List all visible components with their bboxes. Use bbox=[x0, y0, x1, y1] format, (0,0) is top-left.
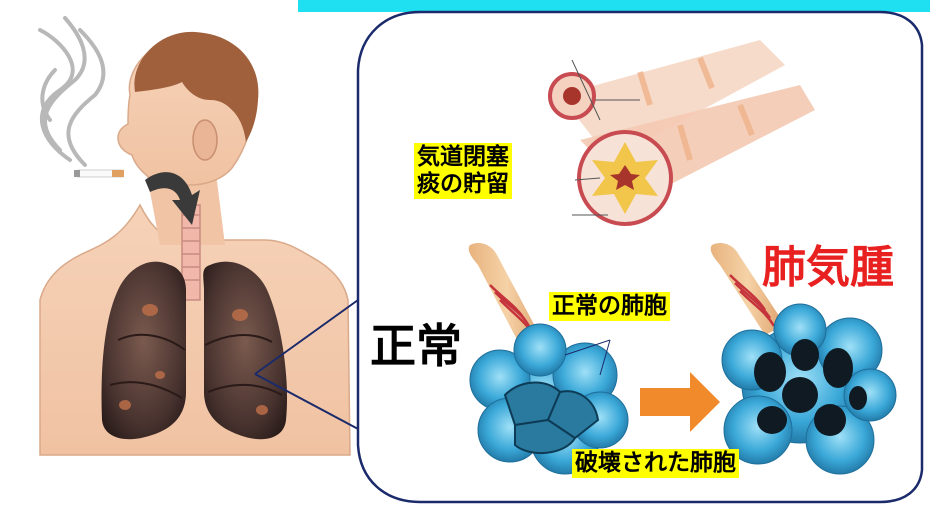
header-bar bbox=[298, 0, 930, 12]
cigarette-icon bbox=[74, 170, 124, 177]
normal-label: 正常 bbox=[370, 310, 462, 376]
destroyed-alveoli-label: 破壊された肺胞 bbox=[572, 449, 739, 478]
normal-alveoli-label: 正常の肺胞 bbox=[549, 292, 670, 321]
man-ear bbox=[193, 120, 217, 160]
sputum-retention-line2: 痰の貯留 bbox=[417, 171, 509, 198]
airway-obstruction-line1: 気道閉塞 bbox=[417, 144, 509, 171]
emphysema-label: 肺気腫 bbox=[762, 231, 894, 295]
airway-obstruction-label: 気道閉塞 痰の貯留 bbox=[414, 143, 512, 199]
smoke-swirls bbox=[40, 18, 103, 165]
